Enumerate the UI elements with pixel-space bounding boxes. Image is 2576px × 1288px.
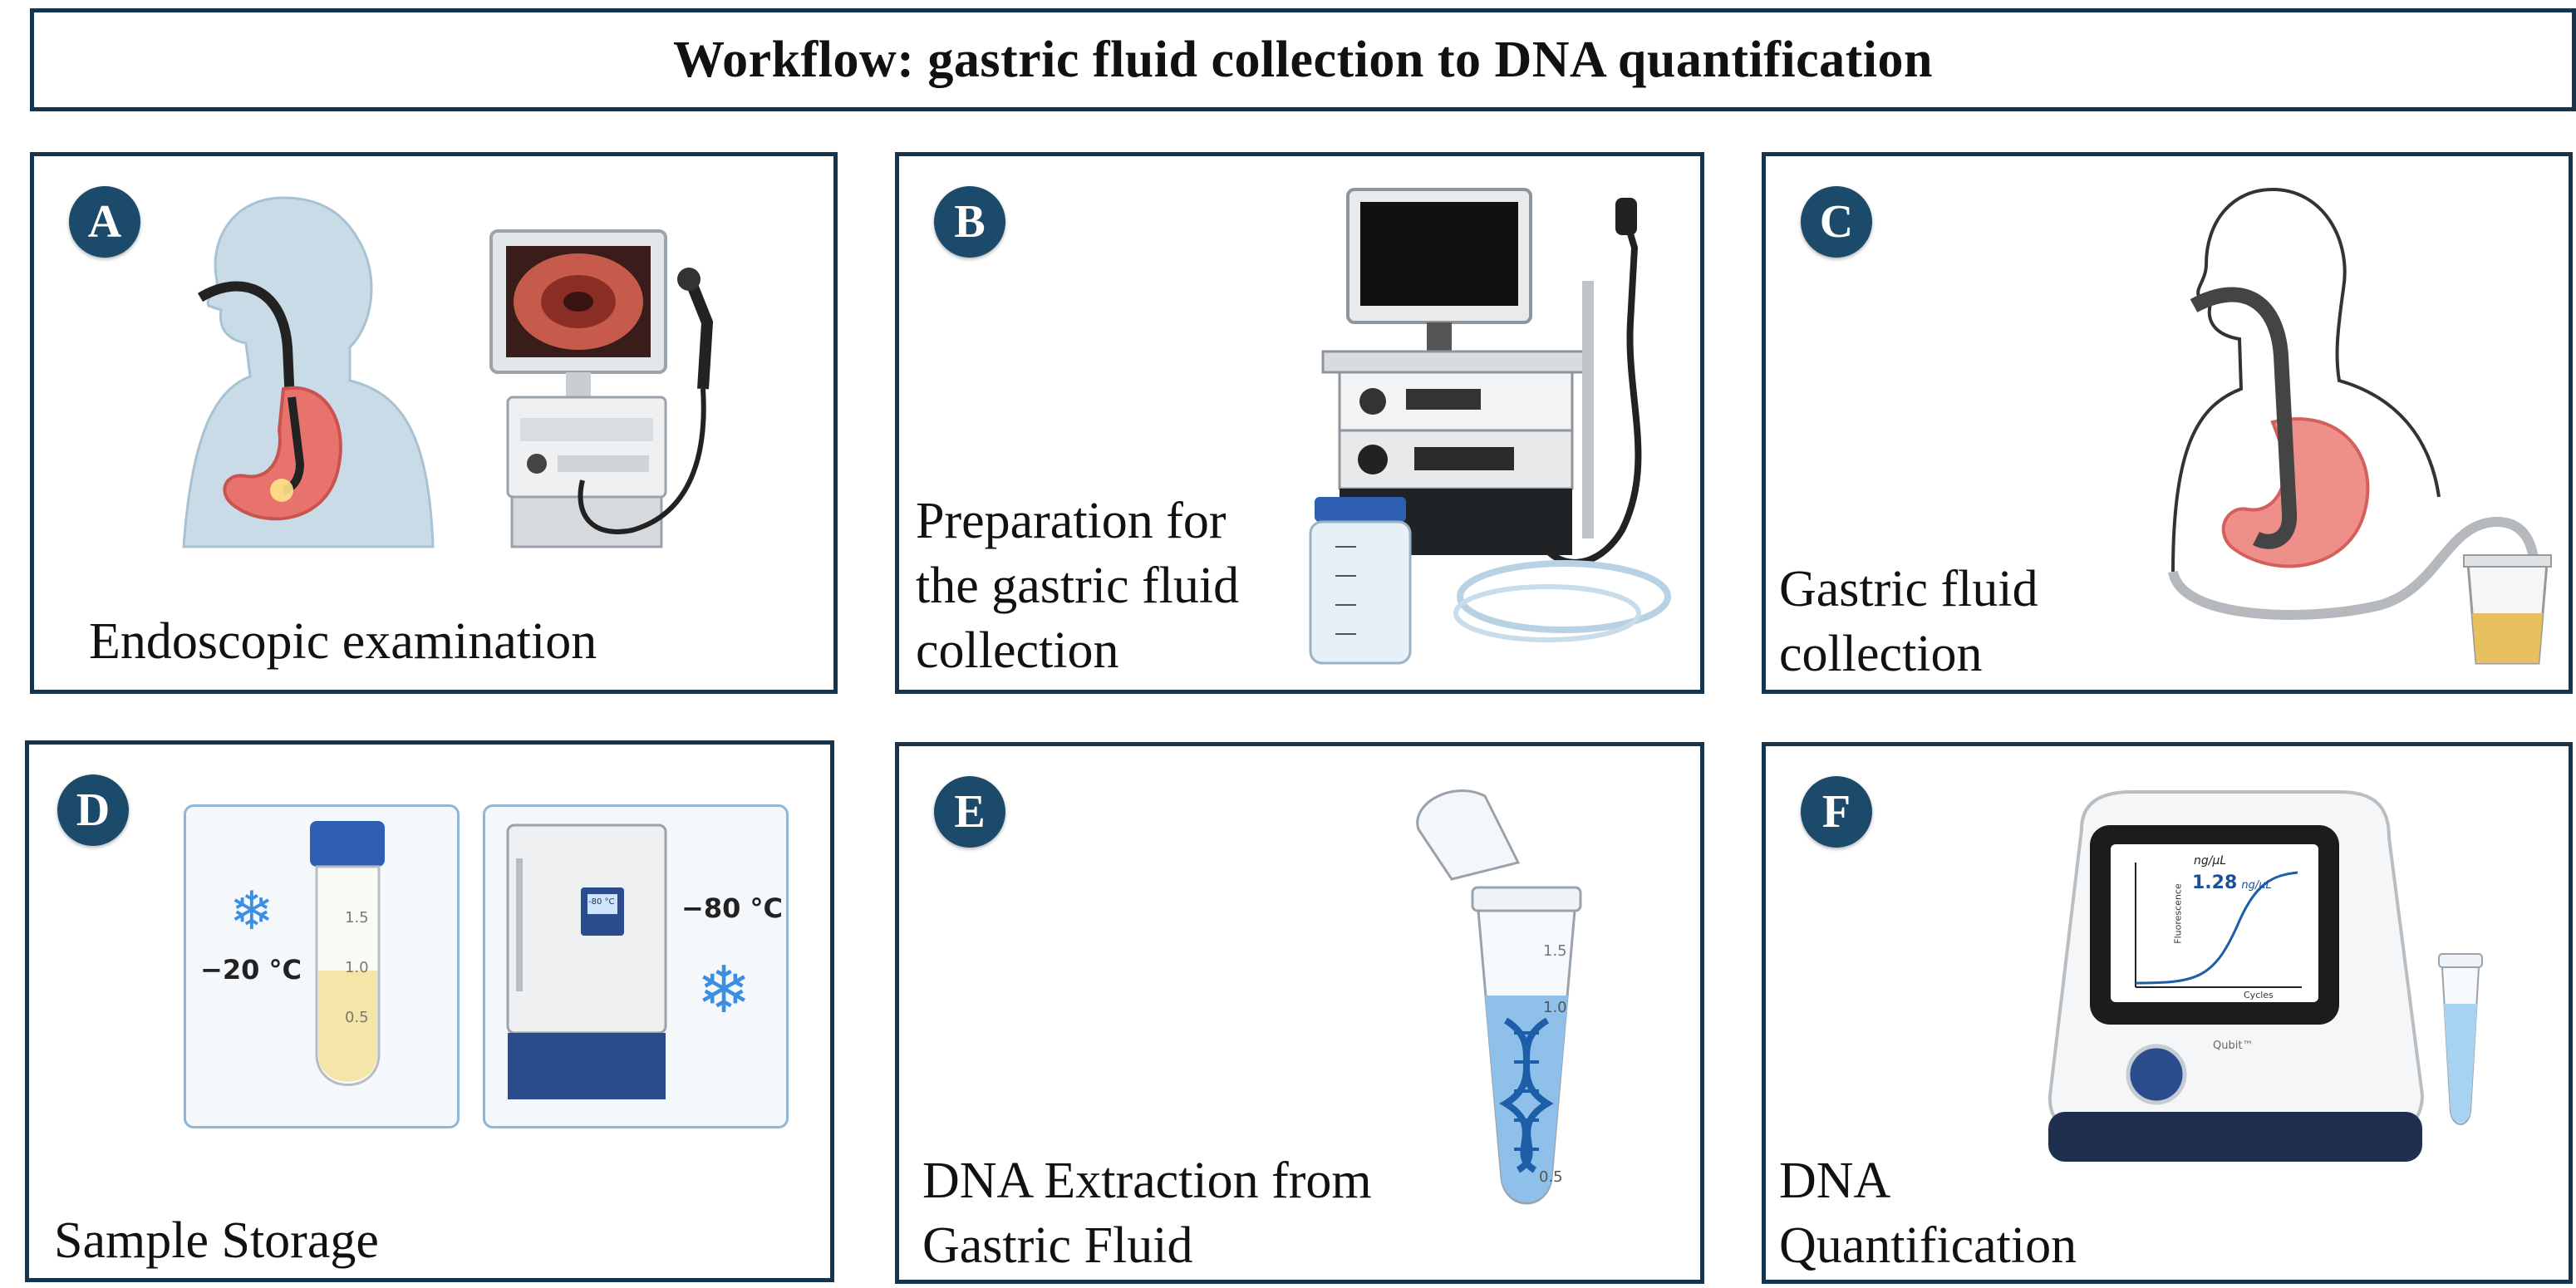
snowflake-icon: ❄ <box>229 881 274 942</box>
screen-value: 1.28 <box>2192 873 2238 893</box>
panel-f-caption-line-2: Quantification <box>1779 1217 2077 1274</box>
microcentrifuge-tube-illustration <box>1416 789 1582 1205</box>
freezer-temp-label: −80 °C <box>681 892 783 924</box>
panel-c-caption-line-2: collection <box>1779 626 1983 682</box>
panel-a-badge: A <box>69 186 140 258</box>
screen-value-unit: ng/μL <box>2241 879 2272 892</box>
panel-a-caption: Endoscopic examination <box>89 613 597 670</box>
panel-c: C Gastric fluid collection <box>1762 152 2573 694</box>
screen-x-axis-label: Cycles <box>2244 990 2274 1000</box>
panel-b-caption-line-1: Preparation for <box>916 493 1227 549</box>
panel-b-badge: B <box>934 186 1005 258</box>
e-tube-mark-0-5: 0.5 <box>1539 1168 1563 1186</box>
panel-d-caption: Sample Storage <box>54 1212 379 1269</box>
endoscopy-patient-illustration <box>182 196 714 548</box>
ultra-freezer-illustration: ❄ <box>506 823 751 1099</box>
tube-mark-1-5: 1.5 <box>345 909 369 927</box>
panel-b-caption-line-2: the gastric fluid <box>916 558 1240 614</box>
panel-b: B Preparation for the gastric fluid coll… <box>895 152 1704 694</box>
snowflake-icon-large: ❄ <box>696 953 750 1028</box>
e-tube-mark-1-0: 1.0 <box>1543 999 1567 1016</box>
panel-d-badge: D <box>57 774 129 846</box>
freezer-display-label: -80 °C <box>588 897 615 907</box>
screen-y-axis-label: Fluorescence <box>2172 883 2184 944</box>
title-bar: Workflow: gastric fluid collection to DN… <box>30 8 2576 111</box>
panel-f: F ng/μL 1.28 ng/μL Fluorescence Cycles Q… <box>1762 742 2573 1284</box>
panel-d: D ❄ −20 °C 1.5 1.0 0.5 ❄ -80 °C −80 °C S… <box>25 740 834 1282</box>
fluorometer-illustration <box>2048 790 2483 1162</box>
device-brand-label: Qubit™ <box>2213 1040 2254 1052</box>
screen-unit-label: ng/μL <box>2194 854 2227 868</box>
screen-value-label: 1.28 ng/μL <box>2192 873 2272 893</box>
tube-mark-0-5: 0.5 <box>345 1009 369 1026</box>
panel-e: E 1.5 1.0 0.5 DNA Extraction from Gastri… <box>895 742 1704 1284</box>
e-tube-mark-1-5: 1.5 <box>1543 942 1567 960</box>
panel-b-caption-line-3: collection <box>916 622 1119 679</box>
panel-f-caption-line-1: DNA <box>1779 1153 1891 1209</box>
panel-c-caption-line-1: Gastric fluid <box>1779 561 2038 617</box>
falcon-tube-illustration: ❄ <box>229 821 385 1086</box>
panel-c-badge: C <box>1801 186 1872 258</box>
gastric-collection-illustration <box>2168 188 2552 665</box>
panel-e-badge: E <box>934 776 1005 848</box>
tube-mark-1-0: 1.0 <box>345 959 369 976</box>
diagram-title: Workflow: gastric fluid collection to DN… <box>673 31 1933 88</box>
tube-temp-label: −20 °C <box>200 954 302 986</box>
panel-f-badge: F <box>1801 776 1872 848</box>
panel-e-caption-line-1: DNA Extraction from <box>922 1153 1372 1209</box>
panel-e-caption-line-2: Gastric Fluid <box>922 1217 1193 1274</box>
panel-a: A Endoscopic examination <box>30 152 838 694</box>
endoscopy-tower-illustration <box>1309 188 1671 665</box>
